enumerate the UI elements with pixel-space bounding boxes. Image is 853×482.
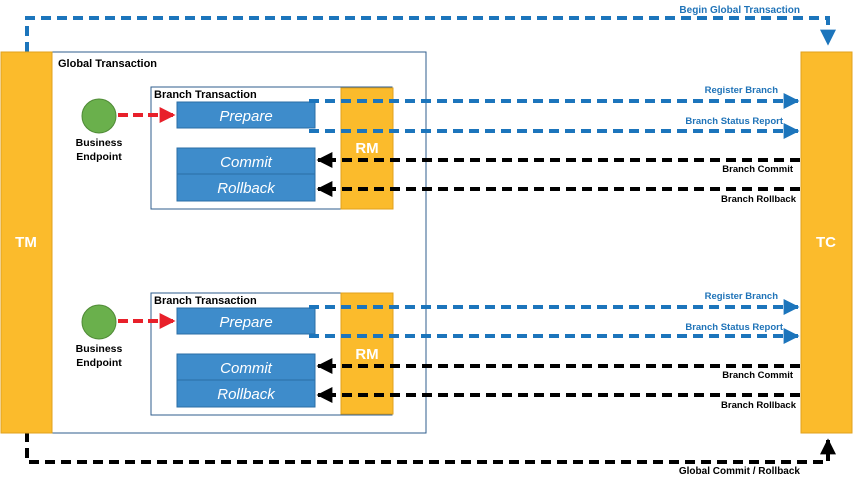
business-endpoint-line2: Endpoint <box>76 151 122 163</box>
global-commit-rollback-label: Global Commit / Rollback <box>679 466 801 477</box>
register-branch-label: Register Branch <box>705 85 779 96</box>
prepare-box <box>176 101 316 129</box>
begin-global-transaction-arrow <box>25 16 836 52</box>
rollback-label: Rollback <box>217 180 276 197</box>
tc-label: TC <box>816 234 836 251</box>
prepare-label: Prepare <box>219 314 272 331</box>
business-endpoint-line1: Business <box>76 137 123 149</box>
global-transaction-label: Global Transaction <box>58 58 157 70</box>
status-report-label: Branch Status Report <box>685 322 783 333</box>
branch-transaction-2: Branch Transaction Business Endpoint Pre… <box>76 291 800 416</box>
register-branch-label: Register Branch <box>705 291 779 302</box>
tm-box <box>0 51 53 434</box>
business-endpoint-line1: Business <box>76 343 123 355</box>
global-commit-rollback-arrow <box>25 432 836 464</box>
business-endpoint-icon <box>81 304 117 340</box>
rollback-box <box>176 379 316 408</box>
status-report-label: Branch Status Report <box>685 116 783 127</box>
branch-rollback-label: Branch Rollback <box>721 194 797 205</box>
rollback-label: Rollback <box>217 386 276 403</box>
rm-label: RM <box>355 140 378 157</box>
prepare-label: Prepare <box>219 108 272 125</box>
branch-commit-label: Branch Commit <box>722 164 794 175</box>
branch-title: Branch Transaction <box>154 295 257 307</box>
business-endpoint-line2: Endpoint <box>76 357 122 369</box>
branch-rollback-label: Branch Rollback <box>721 400 797 411</box>
commit-label: Commit <box>220 154 272 171</box>
begin-global-transaction-label: Begin Global Transaction <box>679 5 800 16</box>
tc-box <box>800 51 853 434</box>
business-endpoint-icon <box>81 98 117 134</box>
branch-transaction-1: Branch Transaction Business Endpoint Pre… <box>76 85 800 210</box>
rm-label: RM <box>355 346 378 363</box>
commit-box <box>176 147 316 175</box>
branch-title: Branch Transaction <box>154 89 257 101</box>
prepare-box <box>176 307 316 335</box>
rollback-box <box>176 173 316 202</box>
commit-box <box>176 353 316 381</box>
branch-commit-label: Branch Commit <box>722 370 794 381</box>
commit-label: Commit <box>220 360 272 377</box>
tm-label: TM <box>15 234 37 251</box>
